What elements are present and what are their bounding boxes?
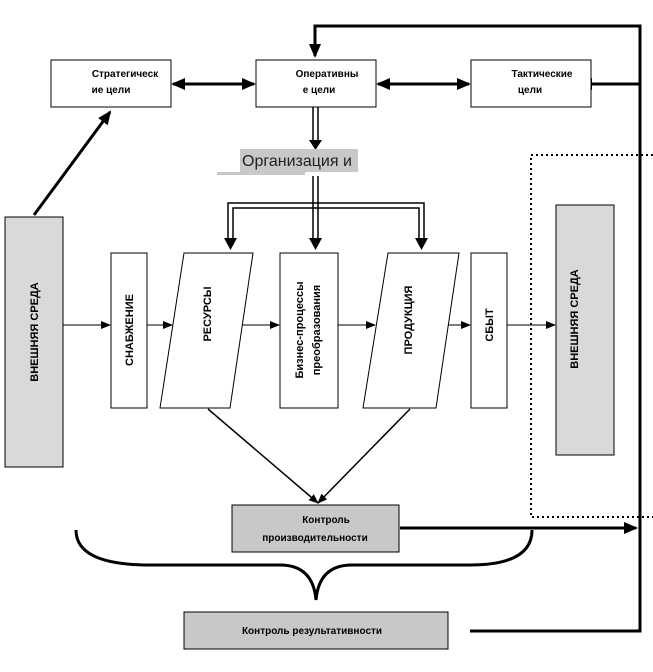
sales-label: СБЫТ — [484, 308, 496, 342]
tactical-goals-line2: цели — [518, 85, 542, 96]
resources-label: РЕСУРСЫ — [202, 286, 214, 341]
strategic-goals-line1: Стратегическ — [92, 69, 159, 80]
resources-box: РЕСУРСЫ — [159, 252, 254, 409]
arrow-operational-to-organization — [309, 107, 322, 150]
strategic-goals-line2: ие цели — [92, 85, 131, 96]
external-environment-right-label: ВНЕШНЯЯ СРЕДА — [569, 269, 581, 369]
arrow-resources-to-control — [207, 408, 319, 504]
strategic-goals-box: Стратегическ ие цели — [50, 59, 172, 108]
external-environment-left: ВНЕШНЯЯ СРЕДА — [4, 216, 64, 468]
sales-box: СБЫТ — [470, 252, 508, 409]
business-processes-line2: преобразования — [311, 285, 323, 375]
performance-control-line2: производительности — [262, 533, 367, 544]
grouping-brace — [74, 529, 534, 601]
organization-distribution-arrows — [227, 176, 425, 240]
external-environment-right: ВНЕШНЯЯ СРЕДА — [555, 204, 615, 456]
arrow-products-to-control — [317, 408, 411, 504]
tactical-goals-box: Тактические цели — [470, 59, 592, 108]
operational-goals-line1: Оперативны — [296, 69, 359, 80]
supply-label: СНАБЖЕНИЕ — [124, 294, 136, 366]
effectiveness-control-box: Контроль результативности — [183, 611, 449, 650]
performance-control-line1: Контроль — [302, 515, 350, 526]
tactical-goals-line1: Тактические — [512, 69, 573, 80]
operational-goals-box: Оперативны е цели — [255, 59, 377, 108]
business-processes-box: Бизнес-процессы преобразования — [279, 252, 339, 409]
external-environment-left-label: ВНЕШНЯЯ СРЕДА — [29, 282, 41, 382]
organization-label: Организация и — [242, 153, 352, 170]
supply-box: СНАБЖЕНИЕ — [110, 252, 148, 409]
external-boundary-dotted — [530, 154, 653, 518]
organization-label-box: Организация и — [217, 149, 358, 175]
effectiveness-control-label: Контроль результативности — [242, 626, 382, 637]
products-label: ПРОДУКЦИЯ — [403, 285, 415, 354]
operational-goals-line2: е цели — [303, 85, 336, 96]
business-processes-line1: Бизнес-процессы — [294, 282, 306, 379]
performance-control-box: Контроль производительности — [231, 504, 400, 553]
products-box: ПРОДУКЦИЯ — [362, 252, 460, 409]
arrow-env-to-strategic — [32, 110, 112, 216]
